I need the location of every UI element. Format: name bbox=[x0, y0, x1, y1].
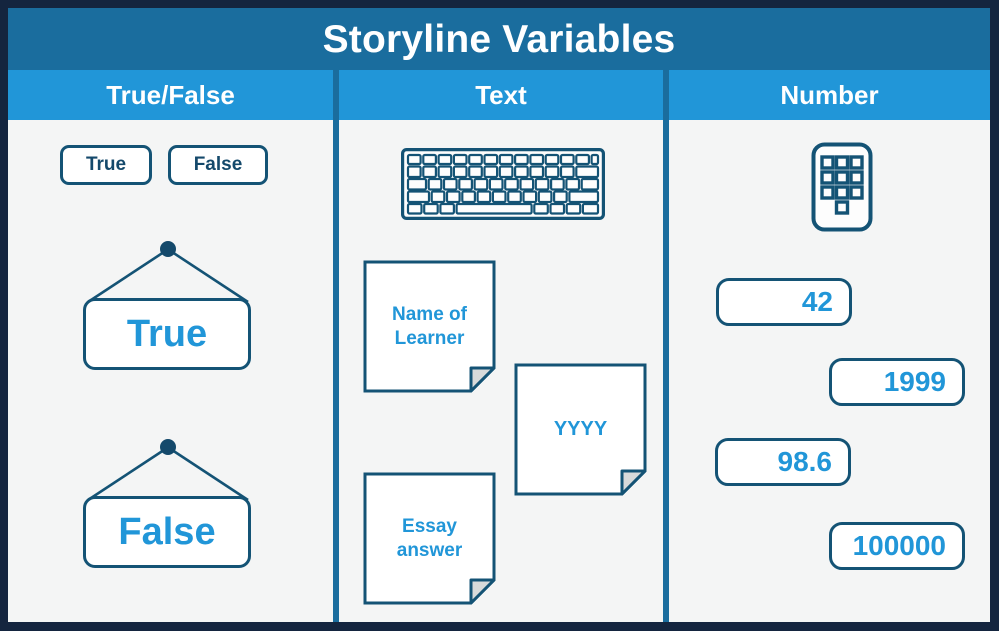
column-body-number: 42 1999 98.6 100000 bbox=[669, 120, 990, 622]
column-header-label: Text bbox=[475, 80, 527, 110]
number-box-42[interactable]: 42 bbox=[716, 278, 852, 326]
column-body-true-false: True False True bbox=[8, 120, 333, 622]
pill-false[interactable]: False bbox=[168, 145, 268, 185]
hanging-string-icon bbox=[87, 241, 249, 304]
pill-true[interactable]: True bbox=[60, 145, 152, 185]
number-box-100000[interactable]: 100000 bbox=[829, 522, 965, 570]
number-value: 98.6 bbox=[777, 446, 833, 477]
column-header-label: Number bbox=[780, 80, 879, 110]
note-essay-answer[interactable]: Essay answer bbox=[363, 472, 496, 605]
column-divider-1 bbox=[333, 70, 339, 622]
hanging-string-icon bbox=[87, 439, 249, 502]
sign-label: True bbox=[126, 313, 208, 355]
column-divider-2 bbox=[663, 70, 669, 622]
column-header-text: Text bbox=[339, 70, 663, 120]
hanging-sign-true[interactable]: True bbox=[53, 238, 283, 398]
paper-note-icon bbox=[363, 260, 496, 393]
title-bar: Storyline Variables bbox=[8, 8, 990, 70]
note-name-of-learner[interactable]: Name of Learner bbox=[363, 260, 496, 393]
note-yyyy[interactable]: YYYY bbox=[514, 363, 647, 496]
number-value: 42 bbox=[801, 286, 833, 317]
paper-note-icon bbox=[514, 363, 647, 496]
sign-plate: False bbox=[83, 496, 251, 568]
number-box-1999[interactable]: 1999 bbox=[829, 358, 965, 406]
column-header-true-false: True/False bbox=[8, 70, 333, 120]
pill-label: False bbox=[193, 154, 243, 175]
pill-label: True bbox=[85, 154, 127, 175]
keyboard-icon bbox=[401, 148, 605, 220]
column-header-label: True/False bbox=[106, 80, 235, 110]
number-box-98-6[interactable]: 98.6 bbox=[715, 438, 851, 486]
hanging-sign-false[interactable]: False bbox=[53, 436, 283, 596]
number-value: 1999 bbox=[883, 366, 946, 397]
sign-plate: True bbox=[83, 298, 251, 370]
page-title: Storyline Variables bbox=[322, 17, 676, 61]
column-header-number: Number bbox=[669, 70, 990, 120]
keypad-icon bbox=[811, 142, 873, 232]
number-value: 100000 bbox=[852, 530, 946, 561]
poster-board: Storyline Variables True/False Text Numb… bbox=[8, 8, 990, 622]
column-header-strip: True/False Text Number bbox=[8, 70, 990, 120]
column-body-text: Name of Learner YYYY Essay answer bbox=[339, 120, 663, 622]
paper-note-icon bbox=[363, 472, 496, 605]
sign-label: False bbox=[118, 511, 216, 553]
